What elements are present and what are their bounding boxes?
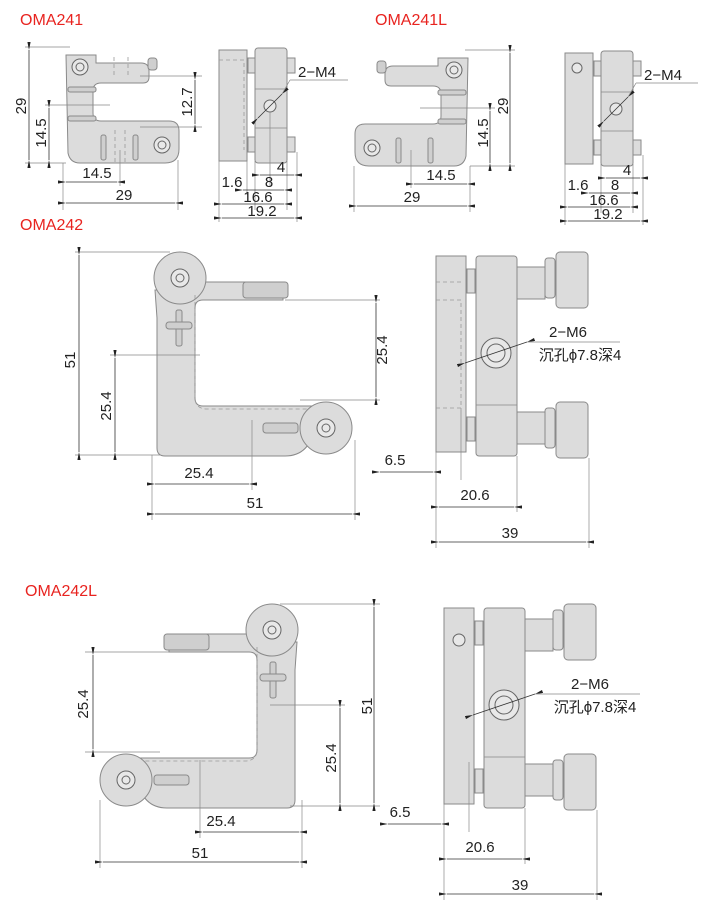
oma241l-side-view: 2−M4 4 1.6 8 16.6 19.2 <box>560 50 698 225</box>
oma242-dim-6-5: 6.5 <box>385 452 406 469</box>
oma241l-front-dims: 29 14.5 14.5 29 <box>349 45 515 212</box>
oma242l-dim-half-height: 25.4 <box>323 743 340 772</box>
oma242-dim-gap: 25.4 <box>374 335 391 364</box>
oma242l-dim-20-6: 20.6 <box>465 839 494 856</box>
oma242-dim-20-6: 20.6 <box>460 487 489 504</box>
oma242-front-view <box>153 251 353 457</box>
oma241-dim-width: 29 <box>116 187 133 204</box>
oma242l-dim-39: 39 <box>512 877 529 894</box>
oma242l-group: OMA242L 25.4 51 25.4 25.4 51 <box>25 583 640 900</box>
oma242l-front-dims: 25.4 51 25.4 25.4 51 <box>75 599 380 868</box>
oma242-group: OMA242 51 25.4 25.4 25.4 51 <box>20 217 621 548</box>
oma242l-side-view: 2−M6 沉孔ϕ7.8深4 6.5 20.6 39 <box>380 603 640 900</box>
oma241-dim-gap: 12.7 <box>179 87 196 116</box>
oma241l-dim-4: 4 <box>623 162 631 179</box>
oma242-side-view: 2−M6 沉孔ϕ7.8深4 6.5 20.6 39 <box>372 251 622 548</box>
oma241-title: OMA241 <box>20 12 83 29</box>
oma241-group: OMA241 29 14.5 12.7 14.5 29 <box>13 12 348 222</box>
oma242l-dim-half-width: 25.4 <box>206 813 235 830</box>
oma242-dim-half-height: 25.4 <box>98 391 115 420</box>
oma242l-dim-width: 51 <box>192 845 209 862</box>
oma241-dim-height: 29 <box>13 98 30 115</box>
oma242l-counterbore-note: 沉孔ϕ7.8深4 <box>554 699 637 716</box>
oma241l-title: OMA241L <box>375 12 447 29</box>
oma241-thread-note: 2−M4 <box>298 64 336 81</box>
oma242l-dim-height: 51 <box>359 698 376 715</box>
oma242-counterbore-note: 沉孔ϕ7.8深4 <box>539 347 622 364</box>
oma241-side-view: 2−M4 4 1.6 8 16.6 19.2 <box>214 47 348 222</box>
oma241l-dim-1-6: 1.6 <box>568 177 589 194</box>
oma242l-dim-6-5: 6.5 <box>390 804 411 821</box>
oma241l-dim-half-height: 14.5 <box>475 118 492 147</box>
oma242l-thread-note: 2−M6 <box>571 676 609 693</box>
oma242-front-dims: 51 25.4 25.4 25.4 51 <box>62 247 391 520</box>
oma241l-dim-width: 29 <box>404 189 421 206</box>
oma241l-dim-16-6: 16.6 <box>589 192 618 209</box>
oma241l-thread-note: 2−M4 <box>644 67 682 84</box>
oma242l-dim-gap: 25.4 <box>75 689 92 718</box>
oma242l-front-view <box>99 603 299 809</box>
oma242-thread-note: 2−M6 <box>549 324 587 341</box>
oma241-dim-half-width: 14.5 <box>82 165 111 182</box>
oma241l-dim-height: 29 <box>495 98 512 115</box>
oma241l-dim-half-width: 14.5 <box>426 167 455 184</box>
oma241-front-dims: 29 14.5 12.7 14.5 29 <box>13 42 202 210</box>
oma241-dim-19-2: 19.2 <box>247 203 276 220</box>
oma242-title: OMA242 <box>20 217 83 234</box>
oma241l-group: OMA241L 29 14.5 14.5 29 <box>349 12 698 225</box>
oma241-dim-4: 4 <box>277 159 285 176</box>
oma241-dim-1-6: 1.6 <box>222 174 243 191</box>
oma241l-front-view <box>354 57 469 167</box>
oma241l-dim-19-2: 19.2 <box>593 206 622 223</box>
oma241l-dim-8: 8 <box>611 177 619 194</box>
oma242-dim-39: 39 <box>502 525 519 542</box>
oma242-dim-height: 51 <box>62 352 79 369</box>
oma242-dim-half-width: 25.4 <box>184 465 213 482</box>
oma241-front-view <box>65 54 180 164</box>
oma241-dim-8: 8 <box>265 174 273 191</box>
oma241-dim-half-height: 14.5 <box>33 118 50 147</box>
oma241-dim-16-6: 16.6 <box>243 189 272 206</box>
oma242-dim-width: 51 <box>247 495 264 512</box>
oma242l-title: OMA242L <box>25 583 97 600</box>
